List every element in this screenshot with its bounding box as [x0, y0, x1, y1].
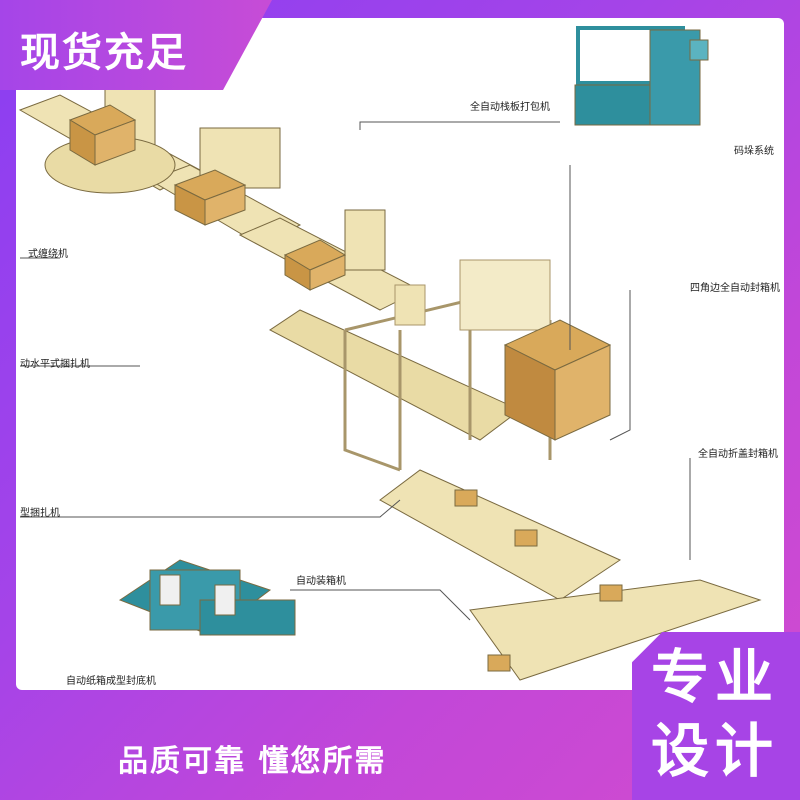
label-carton-former: 自动纸箱成型封底机: [66, 676, 156, 687]
lower-boxes: [454, 489, 623, 672]
stock-badge-background: [0, 0, 272, 90]
horizontal-wrapper-machine: [173, 127, 281, 226]
leader-lines: [20, 121, 691, 621]
label-type-strapper: 型捆扎机: [20, 508, 60, 519]
label-corner-sealer: 四角边全自动封箱机: [690, 283, 780, 294]
strapper-box-group: [283, 209, 386, 291]
arm-wrapper-machine: [44, 77, 176, 194]
design-badge-line2: 设计: [650, 717, 779, 785]
stock-badge-text: 现货充足: [20, 30, 188, 76]
palletizer-gantry: [343, 259, 552, 472]
design-badge-text: 专业 设计: [640, 640, 790, 788]
pallet-stack: [503, 319, 612, 441]
slogan-text: 品质可靠 懂您所需: [118, 744, 387, 779]
pallet-strapping-machine: [574, 26, 709, 126]
label-case-packer: 自动装箱机: [296, 576, 346, 587]
carton-former-machine: [118, 559, 296, 636]
label-fold-sealer: 全自动折盖封箱机: [698, 449, 778, 460]
label-horizontal-wrapper: 动水平式捆扎机: [20, 359, 90, 370]
design-badge-background: [632, 632, 800, 800]
label-palletizing-system: 码垛系统: [734, 146, 774, 157]
design-badge-line1: 专业: [650, 643, 779, 711]
label-pallet-strapping: 全自动栈板打包机: [470, 102, 550, 113]
label-arm-wrapper: 式缠绕机: [28, 249, 68, 260]
